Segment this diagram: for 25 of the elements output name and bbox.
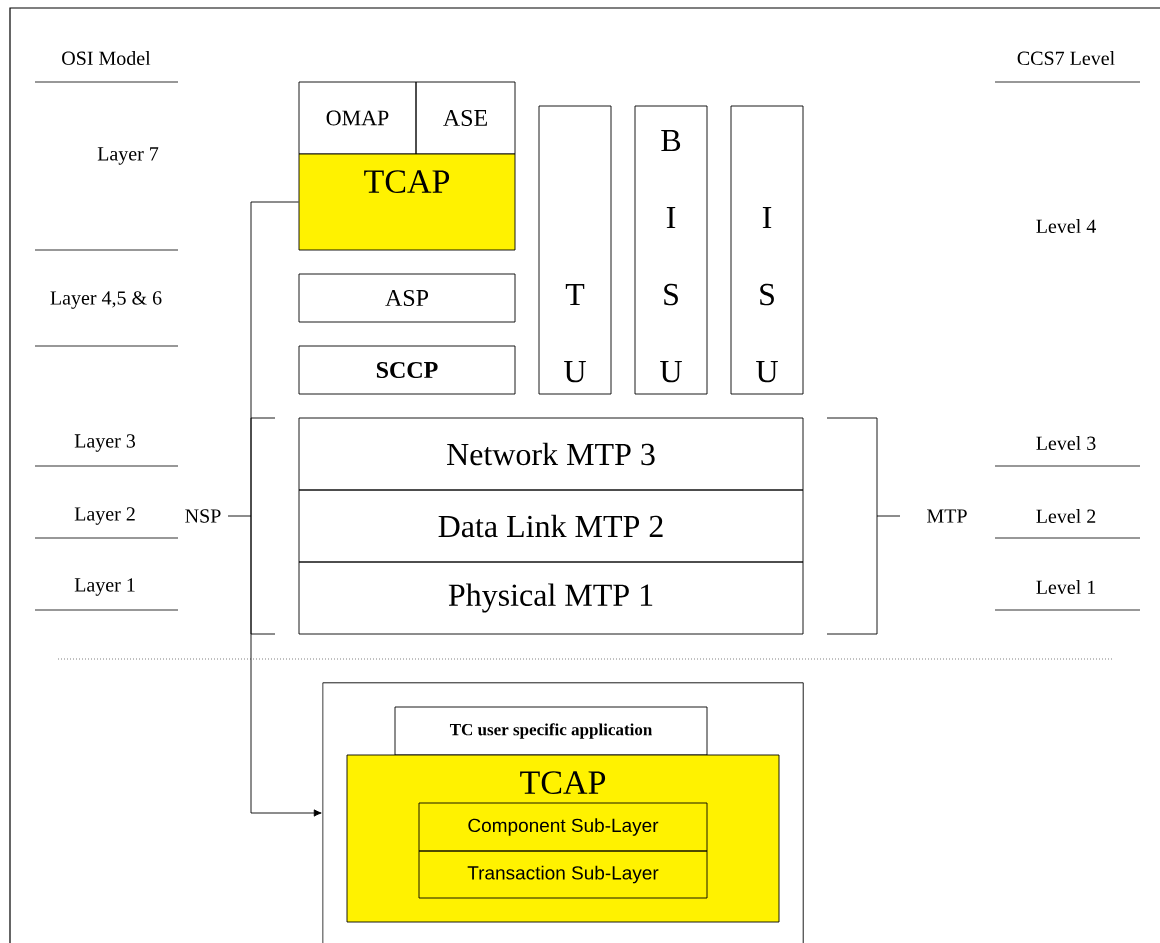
arrow (250, 201, 322, 817)
layer-label: Layer 7 (97, 147, 159, 165)
layer-label: Level 2 (1036, 508, 1096, 524)
layer-label: Level 1 (1036, 579, 1096, 595)
sublayer-box: Component Sub-Layer (418, 802, 708, 852)
column-box: T U (538, 105, 612, 395)
layer-box: ASP (298, 273, 516, 323)
layer-label: MTP (927, 509, 967, 523)
layer-label: CCS7 Level (1017, 50, 1115, 66)
layer-label: NSP (185, 509, 221, 523)
sublayer-box: Transaction Sub-Layer (418, 850, 708, 899)
layer-label: Level 4 (1036, 218, 1096, 234)
layer-box: SCCP (298, 345, 516, 395)
layer-box: Physical MTP 1 (298, 561, 804, 635)
layer-box: TCAP (298, 153, 516, 251)
column-box: I S U (730, 105, 804, 395)
layer-label: Layer 1 (74, 578, 135, 596)
layer-label: Level 3 (1036, 435, 1096, 451)
column-box: B I S U (634, 105, 708, 395)
layer-label: Layer 4,5 & 6 (50, 291, 162, 309)
layer-label: OSI Model (62, 50, 151, 66)
layer-box: Network MTP 3 (298, 417, 804, 491)
layer-box: Data Link MTP 2 (298, 489, 804, 563)
layer-label: Layer 3 (74, 434, 136, 452)
layer-label: Layer 2 (74, 507, 135, 525)
